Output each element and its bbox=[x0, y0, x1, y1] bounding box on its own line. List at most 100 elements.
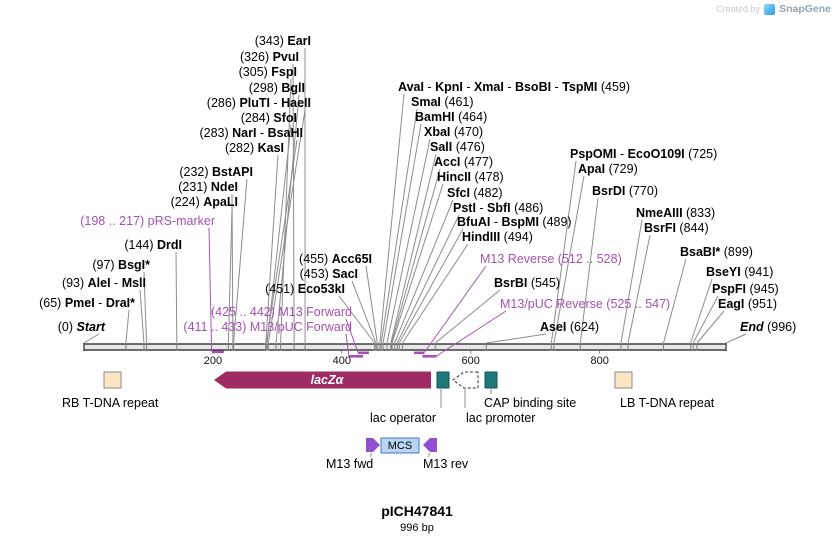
enzyme-label-apai-729: ApaI (729) bbox=[578, 162, 638, 176]
caption-lac-promoter: lac promoter bbox=[466, 411, 536, 425]
feature-label-198-217-prs-marker: (198 .. 217) pRS-marker bbox=[80, 214, 215, 228]
site-leader-sfci-482 bbox=[394, 199, 454, 344]
label-segment: (459) bbox=[597, 80, 631, 94]
feature-leader-198-217-prs-marker bbox=[208, 227, 213, 352]
label-segment: (729) bbox=[605, 162, 638, 176]
label-segment: - bbox=[551, 80, 563, 94]
label-segment: HincII bbox=[437, 170, 472, 184]
enzyme-label-bseyi-941: BseYI (941) bbox=[706, 265, 773, 279]
site-leader-eagi-951 bbox=[696, 310, 725, 344]
label-segment: (282) bbox=[224, 141, 258, 155]
label-segment: BsrBI bbox=[494, 276, 528, 290]
label-segment: BstAPI bbox=[212, 165, 253, 179]
label-segment: EcoO109I bbox=[627, 147, 685, 161]
enzyme-label-93-alei-msli: (93) AleI - MslI bbox=[62, 276, 146, 290]
enzyme-label-286-pluti-haeii: (286) PluTI - HaeII bbox=[207, 96, 311, 110]
label-segment: (833) bbox=[682, 206, 716, 220]
snapgene-logo-icon bbox=[764, 3, 776, 15]
enzyme-label-smai-461: SmaI (461) bbox=[411, 95, 474, 109]
label-segment: ApaI bbox=[578, 162, 606, 176]
label-segment: M13 Reverse (512 .. 528) bbox=[480, 252, 622, 266]
label-segment: BseYI bbox=[706, 265, 741, 279]
label-segment: - bbox=[256, 126, 268, 140]
label-segment: (461) bbox=[440, 95, 474, 109]
enzyme-label-xbai-470: XbaI (470) bbox=[424, 125, 483, 139]
enzyme-label-97-bsgi: (97) BsgI* bbox=[92, 258, 150, 272]
caption-mcs: MCS bbox=[387, 440, 413, 452]
enzyme-label-231-ndei: (231) NdeI bbox=[178, 180, 238, 194]
label-segment: - bbox=[462, 80, 474, 94]
site-leader-hincii-478 bbox=[391, 183, 444, 344]
site-leader-avai-kpni-xmai-bsobi-tspmi-459 bbox=[379, 93, 405, 344]
label-segment: AseI bbox=[540, 320, 567, 334]
feature-extent-m13-reverse-512-528 bbox=[414, 351, 425, 355]
site-leader-0-start bbox=[83, 333, 100, 344]
site-leader-pspomi-ecoo109i-725 bbox=[550, 160, 577, 344]
label-segment: SacI bbox=[332, 267, 358, 281]
label-segment: BsrFI bbox=[644, 221, 676, 235]
label-segment: Eco53kI bbox=[297, 282, 345, 296]
label-segment: (453) bbox=[299, 267, 333, 281]
label-segment: AccI bbox=[434, 155, 461, 169]
label-segment: SmaI bbox=[411, 95, 441, 109]
site-leader-224-apali bbox=[227, 208, 233, 344]
credit-text: Created by bbox=[716, 4, 761, 14]
enzyme-label-asei-624: AseI (624) bbox=[540, 320, 599, 334]
enzyme-label-283-nari-bsahi: (283) NarI - BsaHI bbox=[199, 126, 303, 140]
label-segment: (198 .. 217) pRS-marker bbox=[80, 214, 215, 228]
enzyme-label-bsabi-899: BsaBI* (899) bbox=[680, 245, 753, 259]
label-segment: HaeII bbox=[281, 96, 311, 110]
label-segment: (224) bbox=[170, 195, 204, 209]
label-segment: (478) bbox=[471, 170, 504, 184]
label-segment: (725) bbox=[684, 147, 718, 161]
label-segment: (945) bbox=[746, 282, 779, 296]
site-leader-asei-624 bbox=[486, 333, 547, 344]
site-leader-xbai-470 bbox=[386, 138, 431, 344]
label-segment: - bbox=[110, 276, 122, 290]
snapgene-credit: Created by SnapGene bbox=[716, 3, 831, 15]
site-leader-acci-477 bbox=[390, 168, 441, 344]
label-segment: (770) bbox=[625, 184, 658, 198]
label-segment: (545) bbox=[527, 276, 560, 290]
label-segment: PstI bbox=[453, 201, 476, 215]
enzyme-label-pspomi-ecoo109i-725: PspOMI - EcoO109I (725) bbox=[570, 147, 717, 161]
plasmid-title-block: pICH47841 996 bp bbox=[381, 503, 453, 534]
enzyme-label-451-eco53ki: (451) Eco53kI bbox=[265, 282, 345, 296]
label-segment: HindIII bbox=[462, 230, 501, 244]
enzyme-label-343-eari: (343) EarI bbox=[255, 34, 311, 48]
label-segment: (65) bbox=[39, 296, 65, 310]
enzyme-label-282-kasi: (282) KasI bbox=[225, 141, 284, 155]
label-segment: NmeAIII bbox=[636, 206, 683, 220]
site-leader-283-nari-bsahi bbox=[265, 139, 298, 344]
feature-leader-m13-puc-reverse-525-547 bbox=[436, 310, 507, 357]
label-segment: XmaI bbox=[473, 80, 504, 94]
label-segment: (232) bbox=[179, 165, 213, 179]
label-segment: (996) bbox=[763, 320, 797, 334]
site-leader-284-sfoi bbox=[266, 124, 292, 344]
enzyme-label-end-996: End (996) bbox=[740, 320, 796, 334]
label-segment: Acc65I bbox=[331, 252, 372, 266]
ruler-label-800: 800 bbox=[590, 355, 609, 367]
label-segment: PluTI bbox=[239, 96, 270, 110]
label-segment: DrdI bbox=[157, 238, 182, 252]
label-segment: BfuAI bbox=[457, 215, 491, 229]
site-leader-326-pvui bbox=[292, 63, 295, 344]
label-segment: SbfI bbox=[487, 201, 511, 215]
enzyme-label-acci-477: AccI (477) bbox=[434, 155, 493, 169]
label-segment: - bbox=[423, 80, 436, 94]
label-segment: DraI* bbox=[105, 296, 135, 310]
label-segment: (494) bbox=[500, 230, 533, 244]
site-leader-pspfi-945 bbox=[692, 295, 719, 344]
label-segment: (93) bbox=[61, 276, 88, 290]
feature-extent-425-442-m13-forward bbox=[357, 351, 369, 355]
site-leader-282-kasi bbox=[265, 154, 279, 344]
label-segment: (231) bbox=[178, 180, 211, 194]
label-segment: XbaI bbox=[424, 125, 451, 139]
label-segment: EarI bbox=[287, 34, 311, 48]
label-segment: SalI bbox=[430, 140, 453, 154]
label-segment: TspMI bbox=[562, 80, 598, 94]
enzyme-label-pspfi-945: PspFI (945) bbox=[712, 282, 779, 296]
label-segment: (624) bbox=[566, 320, 600, 334]
